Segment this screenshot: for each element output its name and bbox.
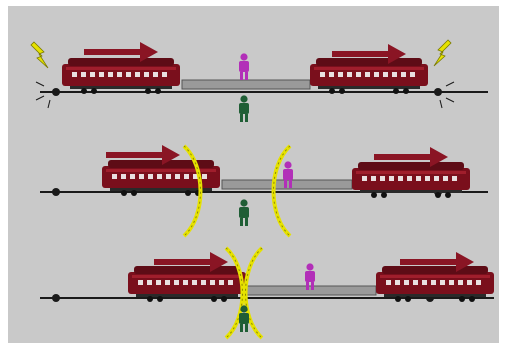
track-marker-left xyxy=(52,88,60,96)
track-marker-left xyxy=(52,188,60,196)
train-car-left xyxy=(128,266,246,302)
track-marker-left xyxy=(52,294,60,302)
train-car-right xyxy=(310,58,428,94)
train-car-right xyxy=(376,266,494,302)
flatcar xyxy=(182,80,310,89)
track-marker-right xyxy=(434,88,442,96)
train-car-left xyxy=(62,58,180,94)
train-car-right xyxy=(352,162,470,198)
